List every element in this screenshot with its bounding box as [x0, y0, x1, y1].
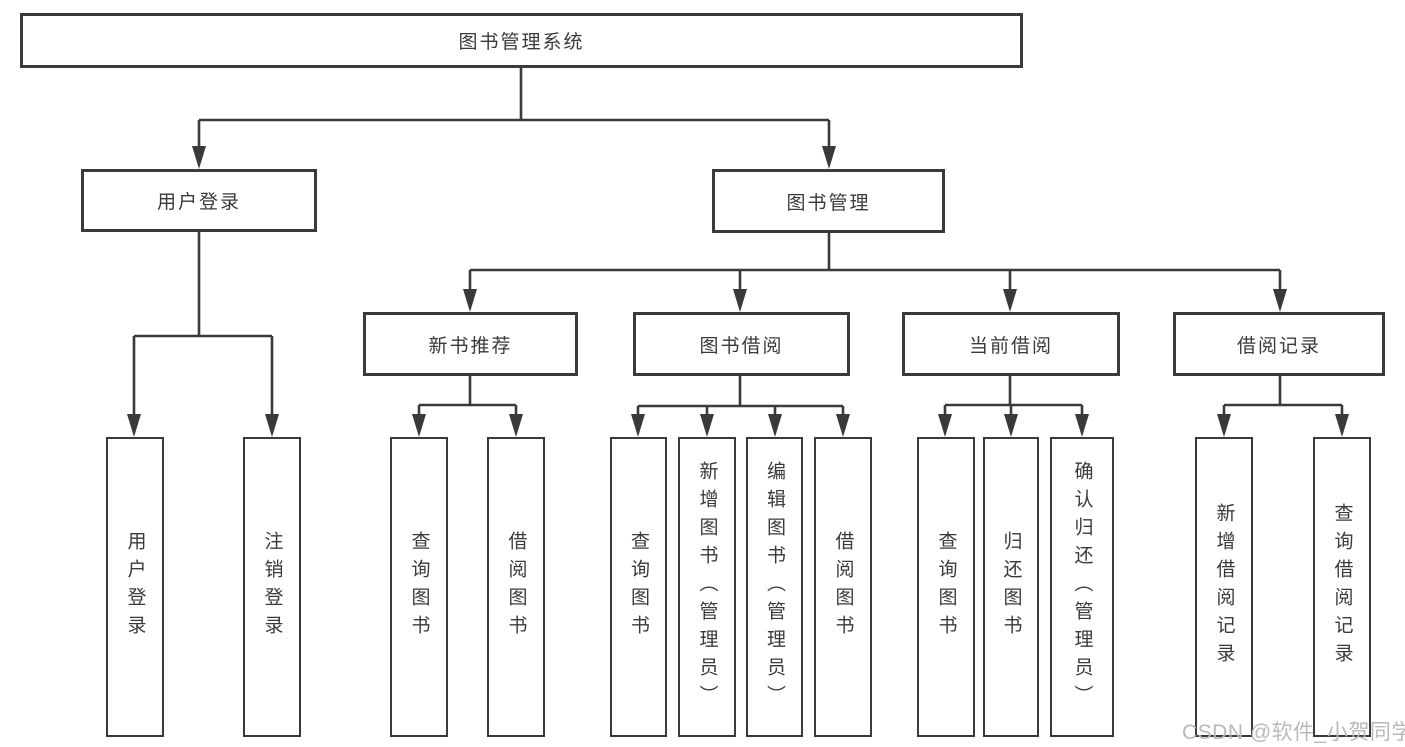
leaf-logout-login: 注销登录 [243, 437, 301, 737]
leaf-user-login: 用户登录 [106, 437, 164, 737]
leaf-current-query-books: 查询图书 [917, 437, 975, 737]
leaf-recommend-query-books-label: 查询图书 [408, 531, 430, 643]
arrowheads [127, 146, 1349, 437]
node-book-management-label: 图书管理 [786, 192, 871, 214]
leaf-add-borrow-record-label: 新增借阅记录 [1213, 503, 1235, 671]
leaf-recommend-query-books: 查询图书 [390, 437, 448, 737]
leaf-borrowing-borrow-books-label: 借阅图书 [832, 531, 854, 643]
leaf-query-borrow-record-label: 查询借阅记录 [1331, 503, 1353, 671]
node-new-book-recommend: 新书推荐 [363, 312, 578, 376]
leaf-confirm-return-admin: 确认归还（管理员） [1050, 437, 1114, 737]
leaf-user-login-label: 用户登录 [124, 531, 146, 643]
leaf-add-books-admin-label: 新增图书（管理员） [696, 461, 718, 713]
csdn-watermark: CSDN @软件_小贺同学 [1182, 721, 1405, 744]
leaf-add-borrow-record: 新增借阅记录 [1195, 437, 1253, 737]
node-book-management: 图书管理 [712, 169, 945, 233]
node-current-borrowing-label: 当前借阅 [968, 335, 1053, 357]
node-book-borrowing: 图书借阅 [633, 312, 850, 376]
node-book-borrowing-label: 图书借阅 [699, 335, 784, 357]
node-user-login: 用户登录 [81, 169, 317, 232]
leaf-edit-books-admin: 编辑图书（管理员） [746, 437, 803, 737]
leaf-confirm-return-admin-label: 确认归还（管理员） [1071, 461, 1093, 713]
leaf-current-query-books-label: 查询图书 [935, 531, 957, 643]
leaf-borrowing-borrow-books: 借阅图书 [814, 437, 872, 737]
leaf-return-books-label: 归还图书 [1000, 531, 1022, 643]
node-new-book-recommend-label: 新书推荐 [428, 335, 513, 357]
leaf-add-books-admin: 新增图书（管理员） [678, 437, 736, 737]
node-current-borrowing: 当前借阅 [902, 312, 1120, 376]
leaf-return-books: 归还图书 [983, 437, 1039, 737]
leaf-edit-books-admin-label: 编辑图书（管理员） [764, 461, 785, 713]
node-user-login-label: 用户登录 [156, 192, 241, 213]
node-library-system: 图书管理系统 [20, 13, 1023, 68]
node-borrowing-records-label: 借阅记录 [1236, 335, 1321, 357]
node-library-system-label: 图书管理系统 [458, 32, 585, 53]
leaf-recommend-borrow-books-label: 借阅图书 [505, 531, 527, 643]
leaf-borrowing-query-books: 查询图书 [610, 437, 667, 737]
node-borrowing-records: 借阅记录 [1173, 312, 1385, 376]
leaf-recommend-borrow-books: 借阅图书 [487, 437, 545, 737]
leaf-query-borrow-record: 查询借阅记录 [1313, 437, 1371, 737]
leaf-borrowing-query-books-label: 查询图书 [628, 531, 649, 643]
leaf-logout-login-label: 注销登录 [261, 531, 283, 643]
